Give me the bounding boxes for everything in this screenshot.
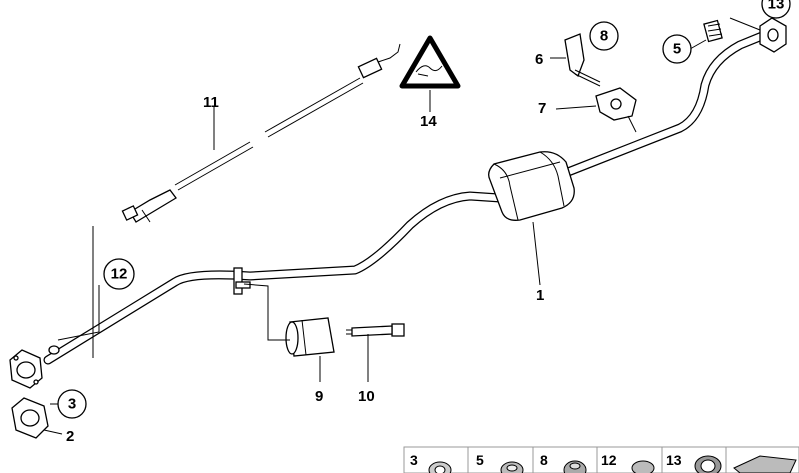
thumbnail-13[interactable]: 13 (666, 452, 722, 473)
rear-flange (759, 17, 787, 53)
gasket (11, 397, 49, 439)
bracket (564, 33, 601, 87)
part-labels: 1 2 6 7 9 10 11 14 (66, 51, 546, 445)
label-part-1: 1 (536, 287, 544, 304)
svg-text:13: 13 (666, 452, 682, 468)
leader-lines (43, 17, 761, 435)
label-part-3: 3 (68, 396, 76, 413)
circled-labels: 3 5 8 12 13 (57, 0, 791, 419)
svg-text:8: 8 (540, 452, 548, 468)
thumbnail-5[interactable]: 5 (476, 452, 524, 473)
thumbnail-3[interactable]: 3 (410, 452, 452, 473)
catalytic-converter (488, 151, 575, 221)
label-part-13: 13 (768, 0, 785, 13)
label-part-14: 14 (420, 113, 437, 130)
svg-text:12: 12 (601, 452, 617, 468)
label-part-5: 5 (673, 41, 681, 58)
spring-nut (703, 19, 723, 43)
label-part-2: 2 (66, 428, 74, 445)
label-part-9: 9 (315, 388, 323, 405)
svg-text:3: 3 (410, 452, 418, 468)
label-part-10: 10 (358, 388, 375, 405)
rubber-mount (595, 87, 637, 133)
exhaust-pipe (43, 27, 777, 365)
oxygen-sensor (121, 43, 401, 223)
caution-triangle-icon (399, 35, 461, 89)
front-flange (9, 349, 43, 389)
label-part-6: 6 (535, 51, 543, 68)
thumbnail-strip: 3 5 8 12 13 (403, 446, 799, 473)
label-part-12: 12 (111, 266, 128, 283)
label-part-11: 11 (203, 94, 219, 111)
label-part-7: 7 (538, 100, 546, 117)
thumbnail-8[interactable]: 8 (540, 452, 587, 473)
label-part-8: 8 (600, 28, 608, 45)
svg-text:5: 5 (476, 452, 484, 468)
thumbnail-12[interactable]: 12 (601, 452, 655, 473)
thumbnail-extra[interactable] (733, 455, 797, 473)
bolt (346, 323, 405, 337)
sleeve (285, 317, 335, 357)
